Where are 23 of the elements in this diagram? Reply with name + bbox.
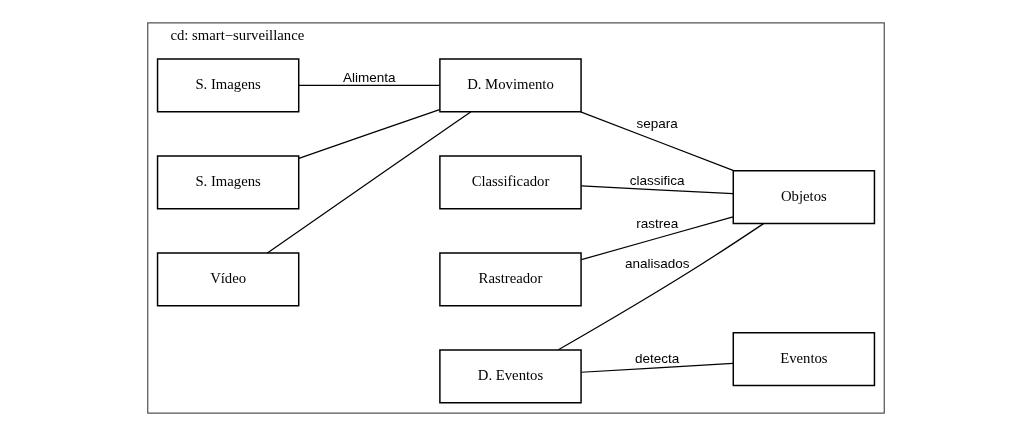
edge-label: rastrea bbox=[635, 215, 678, 231]
node-box: Objetos bbox=[732, 170, 875, 225]
node-box: Eventos bbox=[732, 332, 875, 387]
node-box: S. Imagens bbox=[156, 155, 299, 210]
edge-label: analisados bbox=[624, 256, 689, 272]
connector bbox=[297, 84, 440, 87]
connector bbox=[557, 223, 764, 351]
node-box: Rastreador bbox=[438, 252, 582, 307]
node-box: D. Movimento bbox=[438, 58, 582, 113]
connector bbox=[580, 216, 734, 261]
node-box: D. Eventos bbox=[438, 349, 582, 404]
node-box: S. Imagens bbox=[156, 58, 299, 113]
connector bbox=[579, 111, 734, 172]
connector bbox=[580, 362, 734, 373]
edge-label: classifica bbox=[629, 172, 685, 188]
connector bbox=[266, 111, 471, 254]
connector bbox=[297, 108, 440, 159]
node-box: Vídeo bbox=[156, 252, 299, 307]
connector bbox=[580, 185, 734, 195]
edge-label: detecta bbox=[634, 350, 679, 366]
edge-label: separa bbox=[636, 116, 678, 132]
edge-label: Alimenta bbox=[342, 69, 396, 85]
node-box: Classificador bbox=[438, 155, 582, 210]
